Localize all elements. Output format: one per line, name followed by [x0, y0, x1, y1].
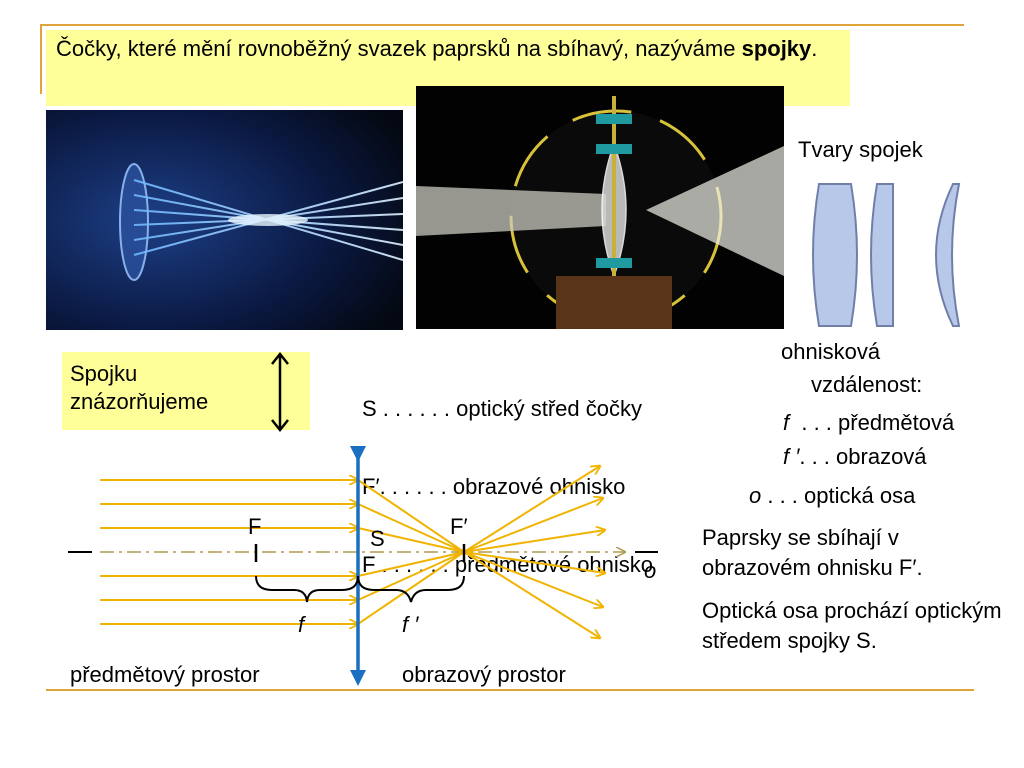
biconvex-lens-shape	[812, 183, 858, 327]
object-focal-distance: f . . . předmětová	[783, 410, 954, 436]
photo-optical-bench	[416, 86, 784, 329]
header-text-start: Čočky, které mění rovnoběžný svazek papr…	[56, 36, 742, 61]
object-focal-text: . . . předmětová	[789, 410, 955, 435]
brace-image-focal	[357, 575, 465, 603]
legend-image-focus: F′. . . . . . obrazové ohnisko	[362, 474, 626, 499]
focal-distance-title: ohnisková	[781, 339, 881, 364]
lens-shapes-title: Tvary spojek	[798, 137, 923, 162]
legend-optical-center: S . . . . . . optický střed čočky	[362, 396, 642, 421]
ray-diagram-svg	[68, 446, 658, 686]
bottom-frame-line	[46, 689, 974, 691]
optical-axis-definition: o . . . optická osa	[749, 483, 915, 509]
axis-symbol: o	[749, 483, 762, 508]
note-rays-converge: Paprsky se sbíhají v obrazovém ohnisku F…	[702, 525, 923, 580]
image-focal-distance: f ′. . . obrazová	[783, 444, 927, 470]
label-image-space: obrazový prostor	[402, 662, 566, 687]
focal-distance-title-cont: vzdálenost:	[811, 372, 923, 397]
image-focal-text: . . . obrazová	[799, 444, 927, 469]
ray-diagram: F F′ S f f ′ o předmětový prostor obrazo…	[60, 440, 680, 690]
converging-lens-symbol-icon	[271, 351, 289, 433]
photo-laser-lens-illustration	[46, 110, 403, 330]
label-object-focus: F	[248, 514, 262, 539]
meniscus-lens-shape	[935, 183, 961, 327]
header-bold-term: spojky	[741, 36, 812, 61]
label-optical-center: S	[370, 526, 385, 551]
object-focal-symbol: f	[783, 410, 790, 435]
label-image-focus: F′	[450, 514, 468, 539]
diverging-rays	[463, 466, 605, 638]
refracted-rays	[357, 479, 465, 625]
label-object-focal-distance: f	[298, 612, 305, 637]
representation-text: Spojku znázorňujeme	[70, 361, 209, 414]
label-optical-axis: o	[644, 558, 657, 583]
label-image-focal-distance: f ′	[402, 612, 419, 637]
label-object-space: předmětový prostor	[70, 662, 260, 687]
header-text-end: .	[811, 36, 818, 61]
plano-convex-lens-shape	[870, 183, 894, 327]
top-frame-line	[40, 24, 964, 26]
brace-object-focal	[255, 575, 359, 603]
lens-shapes-figure	[812, 183, 961, 327]
note-axis-through-center: Optická osa prochází optickým středem sp…	[702, 598, 1002, 653]
representation-highlight	[62, 352, 310, 430]
photo-laser-lens	[46, 110, 403, 330]
incoming-rays	[100, 480, 358, 624]
axis-text: . . . optická osa	[761, 483, 916, 508]
image-focal-symbol: f ′	[783, 444, 800, 469]
header-definition: Čočky, které mění rovnoběžný svazek papr…	[56, 34, 836, 63]
left-frame-line	[40, 24, 42, 94]
photo-optical-bench-illustration	[416, 86, 784, 329]
